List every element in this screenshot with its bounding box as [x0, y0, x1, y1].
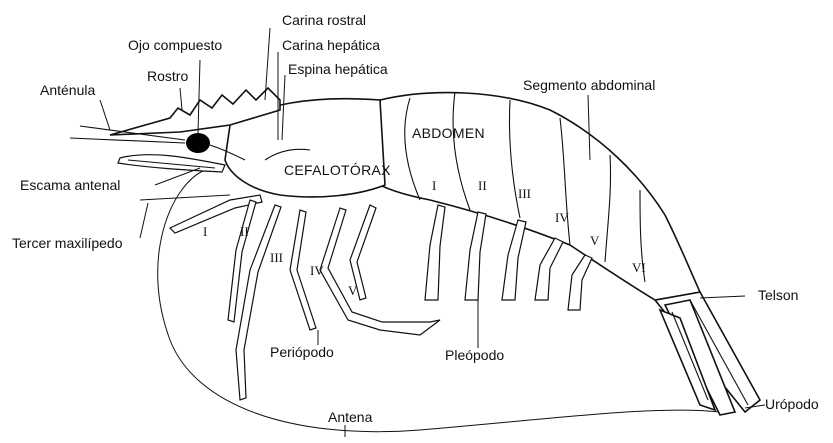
label-antenula: Anténula: [40, 82, 95, 98]
leg-numeral-2: II: [240, 224, 249, 239]
segment-numeral-2: II: [478, 178, 487, 193]
label-periopodo: Periópodo: [270, 344, 334, 360]
tail-fan: [655, 292, 760, 415]
compound-eye: [186, 133, 210, 153]
leg-numeral-3: III: [270, 250, 283, 265]
label-uropodo: Urópodo: [765, 396, 819, 412]
label-carina-hepatica: Carina hepática: [282, 37, 380, 53]
segment-numeral-5: V: [590, 233, 600, 248]
label-ojo-compuesto: Ojo compuesto: [128, 37, 222, 53]
antennal-scale: [118, 155, 225, 172]
label-tercer-maxilipedo: Tercer maxilípedo: [12, 235, 123, 251]
label-carina-rostral: Carina rostral: [282, 12, 366, 28]
label-escama-antenal: Escama antenal: [20, 177, 120, 193]
label-abdomen: ABDOMEN: [412, 125, 485, 141]
label-rostro: Rostro: [147, 68, 188, 84]
leg-numeral-5: V: [348, 283, 358, 298]
leg-numeral-1: I: [203, 224, 207, 239]
label-cefalotorax: CEFALOTÓRAX: [284, 162, 391, 178]
label-telson: Telson: [758, 287, 798, 303]
label-espina-hepatica: Espina hepática: [288, 61, 388, 77]
segment-numeral-1: I: [432, 178, 436, 193]
segment-numeral-4: IV: [555, 210, 569, 225]
segment-numeral-6: VI: [632, 260, 646, 275]
label-pleopodo: Pleópodo: [445, 347, 504, 363]
pereiopods: [228, 200, 440, 400]
leg-numeral-4: IV: [310, 263, 324, 278]
label-antena: Antena: [328, 409, 373, 425]
segment-numeral-3: III: [518, 186, 531, 201]
label-segmento-abdominal: Segmento abdominal: [523, 77, 655, 93]
